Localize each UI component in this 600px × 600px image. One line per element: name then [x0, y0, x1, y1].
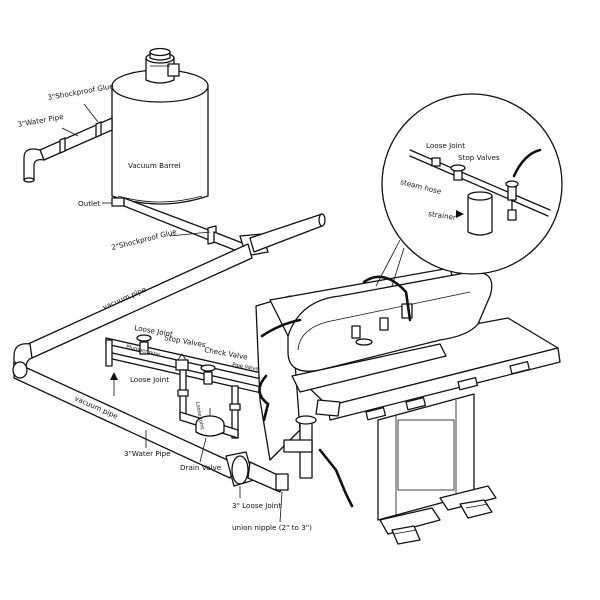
main-vacuum-pipe-lower: vacuum pipe 3"Water Pipe 3" Loose Joint … [12, 343, 312, 532]
union-nipple-label: union nipple (2" to 3") [232, 523, 312, 532]
barrel-motor [145, 47, 180, 84]
stop-valve-2 [200, 364, 216, 385]
drain-valve-label: Drain Valve [180, 463, 222, 472]
check-valve-label: Check Valve [204, 345, 249, 362]
vacuum-barrel: Vacuum Barrel Outlet [78, 47, 209, 208]
loose-joint-small-label: Loose Joint [194, 401, 205, 430]
detail-loose-joint-label: Loose Joint [426, 141, 465, 150]
outlet-label: Outlet [78, 199, 100, 208]
stop-valves-left-label: Stop Valves [164, 333, 207, 349]
loose-joint-mid-label: Loose Joint [130, 375, 169, 384]
detail-view: Loose Joint Stop Valves steam hose strai… [375, 93, 563, 287]
stop-valve-1 [136, 334, 152, 355]
vacuum-barrel-label: Vacuum Barrel [128, 161, 181, 170]
drain-valve [195, 408, 225, 437]
foot-pedals [379, 485, 497, 545]
water-pipe-3-top-label: 3"Water Pipe [17, 112, 65, 129]
shockproof-glue-2-label: 2"Shockproof Glue [110, 227, 178, 252]
top-water-pipe: 3"Shockproof Glue 3"Water Pipe [17, 81, 115, 183]
pipe-valve-label: Pipe Valve [232, 362, 259, 373]
water-pipe-3-bottom-label: 3"Water Pipe [124, 449, 171, 458]
detail-stop-valves-label: Stop Valves [458, 153, 500, 162]
loose-joint-3-label: 3" Loose Joint [232, 501, 281, 510]
press-machine [255, 267, 561, 545]
shockproof-glue-3-label: 3"Shockproof Glue [47, 81, 115, 102]
strainer [467, 191, 493, 236]
detail-strainer-label: strainer [428, 209, 457, 222]
